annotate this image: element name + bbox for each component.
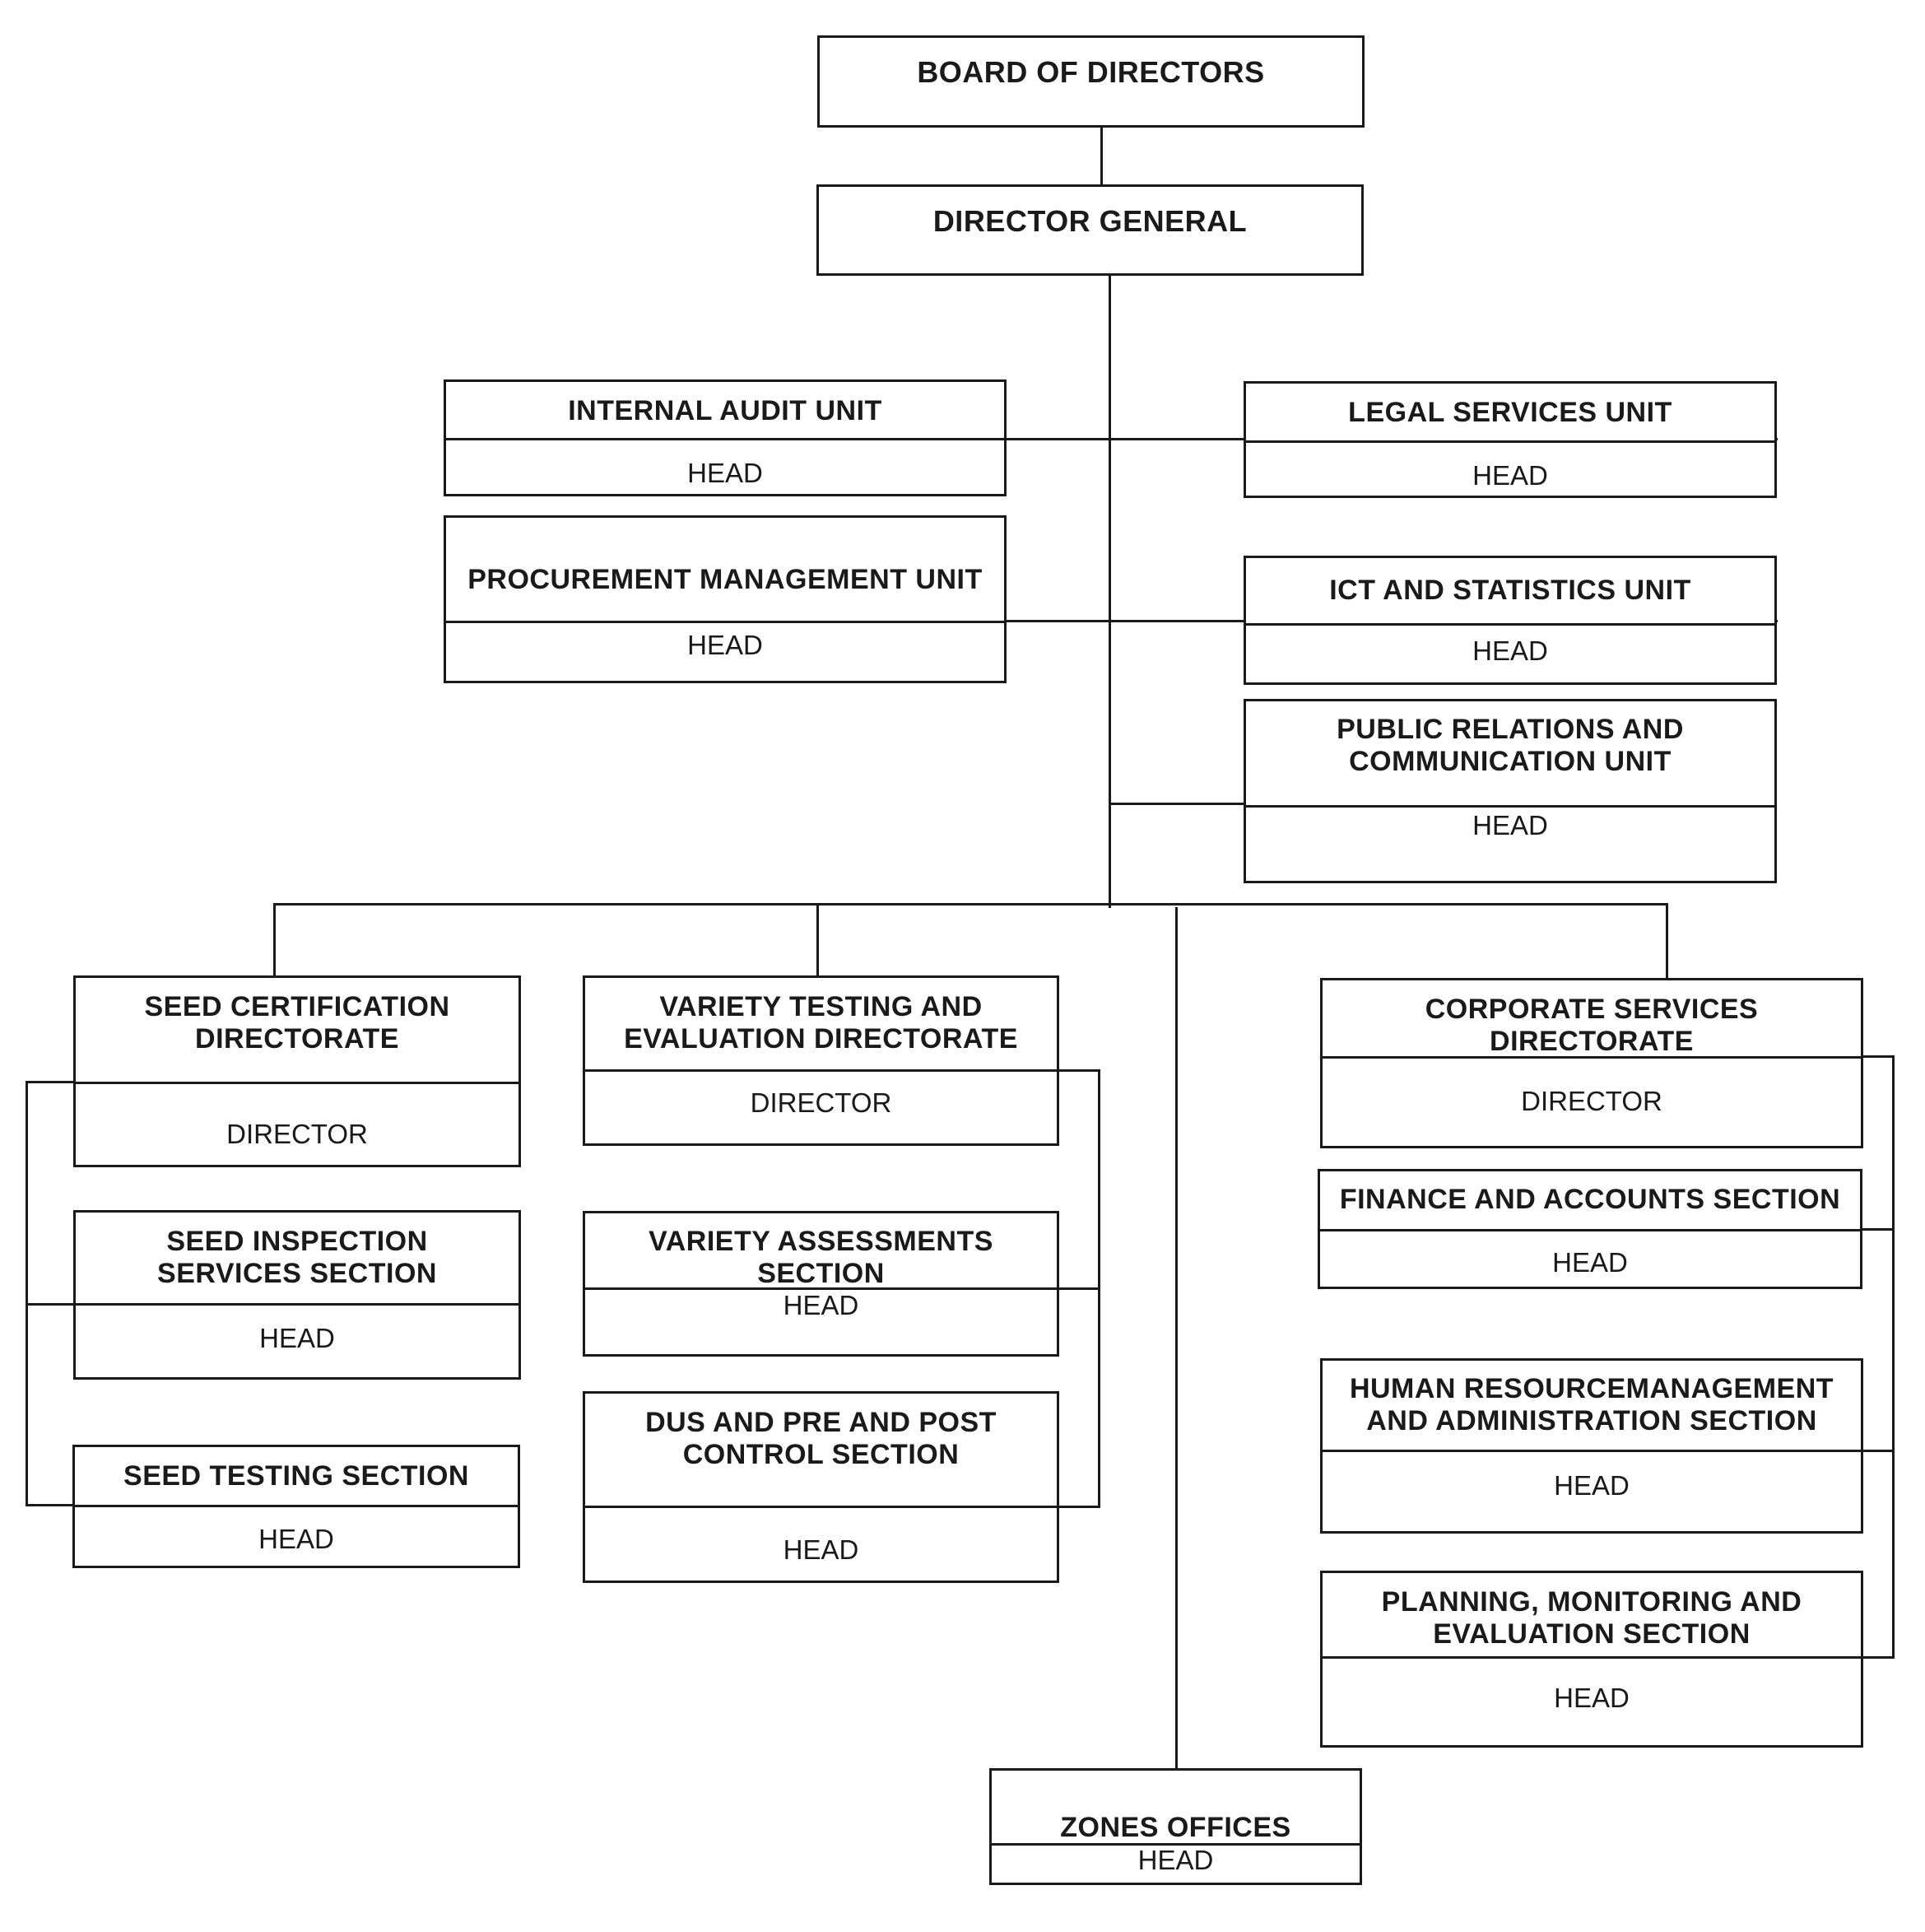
procurement-role: HEAD	[687, 630, 763, 660]
variety-assessments-divider	[585, 1287, 1057, 1290]
public-relations-role: HEAD	[1472, 810, 1548, 840]
procurement-divider	[446, 621, 1004, 623]
ict-divider	[1246, 623, 1774, 626]
legal-services-unit-box: LEGAL SERVICES UNIT HEAD	[1244, 381, 1777, 498]
seed-inspection-role: HEAD	[259, 1323, 335, 1353]
corporate-services-role: DIRECTOR	[1521, 1086, 1662, 1116]
ict-statistics-unit-box: ICT AND STATISTICS UNIT HEAD	[1244, 556, 1777, 685]
internal-audit-role: HEAD	[687, 458, 763, 488]
seed-inspection-title-line2: SERVICES SECTION	[157, 1258, 437, 1289]
legal-services-divider	[1246, 440, 1774, 443]
variety-assessments-title-line1: VARIETY ASSESSMENTS	[649, 1226, 993, 1257]
planning-role: HEAD	[1554, 1683, 1630, 1713]
planning-monitoring-section-box: PLANNING, MONITORING AND EVALUATION SECT…	[1320, 1571, 1863, 1748]
planning-title-line1: PLANNING, MONITORING AND	[1381, 1586, 1802, 1618]
public-relations-title-line2: COMMUNICATION UNIT	[1349, 746, 1672, 777]
connector-main-trunk	[1109, 274, 1111, 908]
finance-divider	[1320, 1229, 1860, 1231]
seed-testing-divider	[75, 1505, 518, 1507]
corporate-services-directorate-box: CORPORATE SERVICES DIRECTORATE DIRECTOR	[1320, 978, 1863, 1148]
connector-corporate-bracket-top	[1862, 1055, 1895, 1058]
dus-role: HEAD	[783, 1534, 859, 1565]
connector-variety-bracket-mid	[1057, 1287, 1100, 1290]
public-relations-divider	[1246, 805, 1774, 808]
seed-certification-title-line1: SEED CERTIFICATION	[144, 991, 450, 1022]
corporate-services-title-line1: CORPORATE SERVICES	[1425, 994, 1759, 1025]
board-title: BOARD OF DIRECTORS	[917, 55, 1265, 89]
hr-role: HEAD	[1554, 1470, 1630, 1501]
seed-inspection-divider	[76, 1303, 518, 1306]
dus-divider	[585, 1506, 1057, 1508]
connector-corporate-bracket-planning	[1862, 1656, 1895, 1659]
internal-audit-title: INTERNAL AUDIT UNIT	[568, 395, 882, 426]
connector-seed-bracket-bottom	[26, 1504, 75, 1506]
zones-divider	[992, 1843, 1360, 1846]
connector-seed-bracket-vertical	[26, 1081, 28, 1506]
hr-title-line2: AND ADMINISTRATION SECTION	[1366, 1405, 1817, 1436]
internal-audit-unit-box: INTERNAL AUDIT UNIT HEAD	[444, 379, 1007, 496]
connector-directorates-bar	[274, 903, 1668, 905]
procurement-title: PROCUREMENT MANAGEMENT UNIT	[467, 564, 983, 595]
variety-testing-divider	[585, 1069, 1057, 1072]
board-of-directors-box: BOARD OF DIRECTORS	[817, 35, 1365, 128]
dus-title-line2: CONTROL SECTION	[682, 1439, 960, 1470]
seed-certification-directorate-box: SEED CERTIFICATION DIRECTORATE DIRECTOR	[73, 975, 521, 1167]
legal-services-title: LEGAL SERVICES UNIT	[1348, 397, 1672, 428]
connector-seed-bracket-top	[26, 1081, 75, 1083]
hr-divider	[1323, 1450, 1861, 1452]
connector-drop-seed-cert	[273, 903, 276, 977]
variety-assessments-title-line2: SECTION	[757, 1258, 885, 1289]
ict-title: ICT AND STATISTICS UNIT	[1329, 575, 1691, 606]
connector-corporate-bracket-vertical	[1892, 1055, 1895, 1658]
variety-assessments-role: HEAD	[783, 1290, 859, 1320]
variety-testing-title-line2: EVALUATION DIRECTORATE	[624, 1023, 1018, 1054]
planning-divider	[1323, 1656, 1861, 1659]
connector-variety-bracket-top	[1057, 1069, 1100, 1072]
seed-testing-title: SEED TESTING SECTION	[123, 1460, 469, 1492]
director-general-title: DIRECTOR GENERAL	[932, 204, 1248, 238]
public-relations-unit-box: PUBLIC RELATIONS AND COMMUNICATION UNIT …	[1244, 699, 1777, 883]
zones-title: ZONES OFFICES	[1060, 1812, 1291, 1843]
connector-variety-bracket-bottom	[1057, 1506, 1100, 1508]
procurement-unit-box: PROCUREMENT MANAGEMENT UNIT HEAD	[444, 515, 1007, 683]
internal-audit-divider	[446, 438, 1004, 440]
connector-board-dg	[1100, 128, 1103, 187]
director-general-box: DIRECTOR GENERAL	[816, 184, 1364, 276]
connector-drop-variety	[816, 903, 819, 977]
seed-certification-title-line2: DIRECTORATE	[195, 1023, 399, 1054]
variety-assessments-section-box: VARIETY ASSESSMENTS SECTION HEAD	[583, 1211, 1059, 1357]
dus-control-section-box: DUS AND PRE AND POST CONTROL SECTION HEA…	[583, 1391, 1059, 1583]
planning-title-line2: EVALUATION SECTION	[1433, 1618, 1751, 1650]
seed-testing-section-box: SEED TESTING SECTION HEAD	[72, 1445, 520, 1568]
seed-inspection-title-line1: SEED INSPECTION	[166, 1226, 428, 1257]
connector-drop-corporate	[1666, 905, 1668, 980]
finance-accounts-section-box: FINANCE AND ACCOUNTS SECTION HEAD	[1318, 1169, 1862, 1289]
variety-testing-role: DIRECTOR	[750, 1087, 892, 1118]
finance-role: HEAD	[1552, 1247, 1628, 1278]
seed-certification-divider	[76, 1082, 518, 1084]
seed-inspection-section-box: SEED INSPECTION SERVICES SECTION HEAD	[73, 1210, 521, 1380]
zones-offices-box: ZONES OFFICES HEAD	[989, 1768, 1362, 1885]
zones-role: HEAD	[1137, 1845, 1214, 1875]
hr-admin-section-box: HUMAN RESOURCEMANAGEMENT AND ADMINISTRAT…	[1320, 1358, 1863, 1534]
connector-public-relations	[1109, 803, 1244, 805]
public-relations-title-line1: PUBLIC RELATIONS AND	[1337, 714, 1684, 745]
connector-corporate-bracket-finance	[1862, 1228, 1895, 1231]
variety-testing-title-line1: VARIETY TESTING AND	[659, 991, 983, 1022]
finance-title: FINANCE AND ACCOUNTS SECTION	[1339, 1184, 1841, 1215]
corporate-services-title-line2: DIRECTORATE	[1490, 1026, 1694, 1057]
variety-testing-directorate-box: VARIETY TESTING AND EVALUATION DIRECTORA…	[583, 975, 1059, 1146]
corporate-services-divider	[1323, 1056, 1861, 1059]
seed-certification-role: DIRECTOR	[226, 1119, 368, 1149]
ict-role: HEAD	[1472, 635, 1548, 666]
legal-services-role: HEAD	[1472, 460, 1548, 491]
connector-drop-zones	[1175, 907, 1178, 1770]
hr-title-line1: HUMAN RESOURCEMANAGEMENT	[1349, 1373, 1834, 1404]
connector-corporate-bracket-hr	[1862, 1450, 1895, 1452]
seed-testing-role: HEAD	[258, 1524, 334, 1554]
connector-seed-bracket-mid	[26, 1303, 75, 1306]
dus-title-line1: DUS AND PRE AND POST	[645, 1407, 997, 1438]
